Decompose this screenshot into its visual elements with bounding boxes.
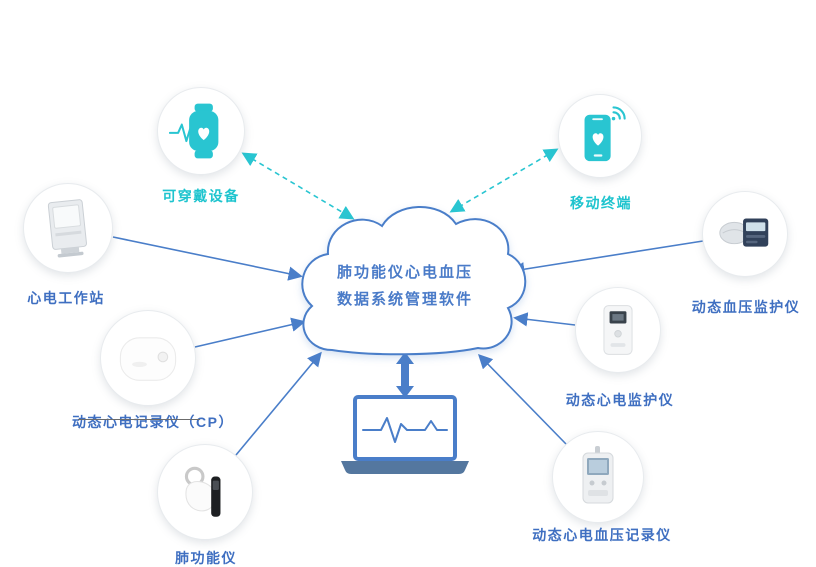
node-bp-monitor bbox=[702, 191, 788, 277]
double-arrow-cloud-laptop bbox=[396, 352, 414, 398]
label-ecg-workstation: 心电工作站 bbox=[27, 290, 105, 306]
smartwatch-icon bbox=[169, 103, 219, 159]
node-spirometer bbox=[157, 444, 253, 540]
label-spirometer: 肺功能仪 bbox=[175, 550, 237, 566]
node-mobile-device bbox=[558, 94, 642, 178]
cloud-title-line2: 数据系统管理软件 bbox=[336, 291, 474, 308]
spirometer-device bbox=[184, 466, 221, 517]
arrow-wearable-cloud bbox=[241, 152, 355, 220]
label-ecg-recorder-cp: 动态心电记录仪（CP） bbox=[72, 414, 234, 430]
node-ecg-monitor bbox=[575, 287, 661, 373]
ecg-monitor-device bbox=[603, 305, 633, 355]
label-ecg-monitor: 动态心电监护仪 bbox=[565, 392, 675, 408]
label-bp-monitor: 动态血压监护仪 bbox=[691, 299, 801, 315]
label-wearable: 可穿戴设备 bbox=[162, 188, 240, 204]
arrow-bp-monitor-to-cloud bbox=[510, 240, 704, 277]
cloud-title: 肺功能仪心电血压 数据系统管理软件 bbox=[337, 259, 473, 313]
ecg-recorder-device bbox=[119, 337, 177, 381]
label-strike-line bbox=[78, 419, 200, 420]
node-ecg-workstation bbox=[23, 183, 113, 273]
laptop-ecg-icon bbox=[341, 395, 469, 474]
node-ecg-bp-recorder bbox=[552, 431, 644, 523]
arrow-ecg-monitor-to-cloud bbox=[513, 312, 576, 327]
arrow-spirometer-to-cloud bbox=[235, 351, 322, 456]
arrow-ecg-bp-recorder-to-cloud bbox=[477, 353, 567, 445]
bp-monitor-device bbox=[719, 218, 769, 247]
node-wearable-device bbox=[157, 87, 245, 175]
arrow-workstation-to-cloud bbox=[112, 236, 303, 281]
arrow-recorder-to-cloud bbox=[194, 317, 306, 348]
label-mobile: 移动终端 bbox=[570, 195, 632, 211]
node-ecg-recorder-cp bbox=[100, 310, 196, 406]
label-ecg-bp-recorder: 动态心电血压记录仪 bbox=[532, 527, 672, 543]
arrow-mobile-cloud bbox=[449, 148, 559, 213]
smartphone-icon bbox=[584, 106, 626, 162]
cloud-title-line1: 肺功能仪心电血压 bbox=[336, 264, 474, 281]
ecg-bp-recorder-device bbox=[582, 446, 614, 504]
ecg-workstation-device bbox=[47, 199, 87, 258]
